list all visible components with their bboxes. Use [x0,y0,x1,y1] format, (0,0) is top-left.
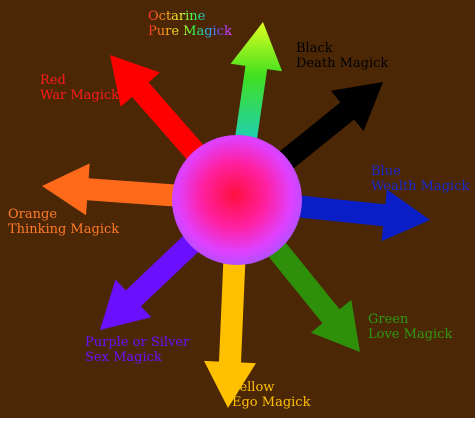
label-octarine-line2: Pure Magick [148,24,232,39]
label-red-line1: Red [40,73,66,88]
label-orange: Orange Thinking Magick [8,207,119,237]
label-green-line2: Love Magick [368,327,453,342]
label-purple-line1: Purple or Silver [85,335,190,350]
label-green: Green Love Magick [368,312,452,342]
label-green-line1: Green [368,312,409,327]
label-black-line2: Death Magick [296,56,389,71]
label-yellow: Yellow Ego Magick [232,380,310,410]
bottom-strip [0,418,475,421]
label-blue: Blue Wealth Magick [371,164,469,194]
label-black: Black Death Magick [296,41,388,71]
label-blue-line2: Wealth Magick [371,179,470,194]
label-yellow-line1: Yellow [232,380,275,395]
label-orange-line2: Thinking Magick [8,222,120,237]
label-octarine: Octarine Pure Magick [148,9,232,39]
label-purple-line2: Sex Magick [85,350,162,365]
label-black-line1: Black [296,41,333,56]
label-blue-line1: Blue [371,164,401,179]
label-orange-line1: Orange [8,207,58,222]
label-red-line2: War Magick [40,88,120,103]
label-red: Red War Magick [40,73,119,103]
label-octarine-line1: Octarine [148,9,232,24]
label-yellow-line2: Ego Magick [232,395,311,410]
center-orb [172,135,302,265]
label-purple: Purple or Silver Sex Magick [85,335,189,365]
